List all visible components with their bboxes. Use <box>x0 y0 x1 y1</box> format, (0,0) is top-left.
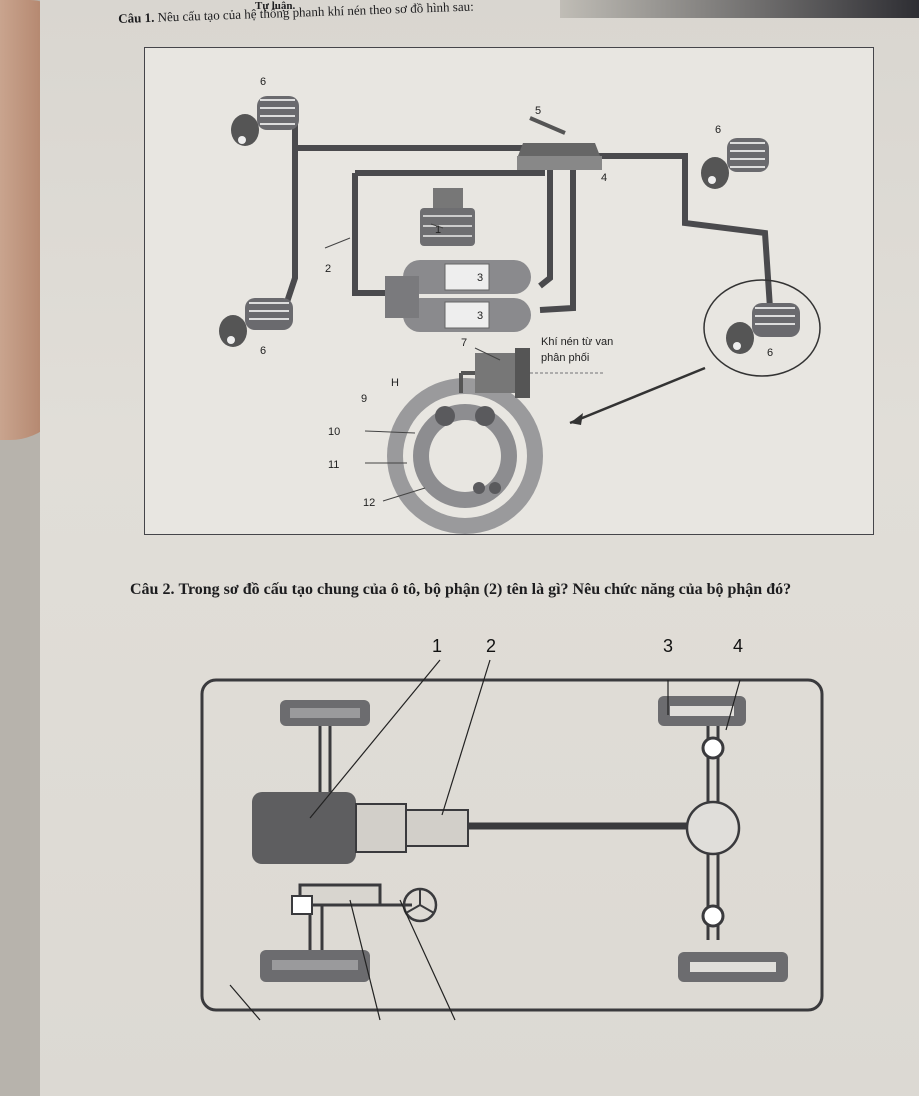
front-wheel-top <box>280 700 370 726</box>
air-brake-diagram: 6 5 6 4 1 2 3 3 6 7 6 H 9 10 11 12 Khí n… <box>144 47 874 535</box>
rear-wheel-top <box>658 696 746 726</box>
brake-chamber-front-right <box>701 138 769 189</box>
label-9: 9 <box>361 393 367 405</box>
label-6-rear-left: 6 <box>260 345 266 357</box>
label-3-lower: 3 <box>477 310 483 322</box>
section-heading: Tự luận. <box>255 0 296 12</box>
front-wheel-bottom <box>260 950 370 982</box>
brake-chamber-wheel <box>459 348 605 398</box>
brake-drum <box>387 378 543 534</box>
air-tank-lower <box>403 298 531 332</box>
label-1: 1 <box>435 224 441 236</box>
brake-chamber-rear-right-zoom <box>703 279 821 377</box>
leader-lines <box>324 223 501 502</box>
question-2: Câu 2. Trong sơ đồ cấu tạo chung của ô t… <box>130 581 791 599</box>
engine <box>252 792 356 864</box>
question-1-number: Câu 1. <box>118 9 155 26</box>
brake-pedal-valve <box>420 188 475 246</box>
label-11: 11 <box>328 459 339 471</box>
label-12: 12 <box>363 497 375 509</box>
rear-wheel-bottom <box>678 952 788 982</box>
label-h: H <box>391 377 399 389</box>
air-tank-upper <box>403 260 531 294</box>
label-2-3: 3 <box>663 636 673 656</box>
label-2-2: 2 <box>486 636 496 656</box>
label-2-4: 4 <box>733 636 743 656</box>
label-3-upper: 3 <box>477 272 483 284</box>
car-layout-diagram: 1 2 3 4 5 6 7 <box>180 600 860 1066</box>
label-7: 7 <box>461 337 467 349</box>
label-6-rear-right: 6 <box>767 347 773 359</box>
label-2: 2 <box>325 263 331 275</box>
clutch-gearbox <box>355 803 469 853</box>
label-10: 10 <box>328 426 340 438</box>
label-2-1: 1 <box>432 636 442 656</box>
callout-arrow <box>569 366 706 425</box>
compressor <box>385 276 419 318</box>
label-6-front-left: 6 <box>260 76 266 88</box>
label-4: 4 <box>601 172 607 184</box>
question-2-text: Trong sơ đồ cấu tạo chung của ô tô, bộ p… <box>178 581 792 598</box>
label-6-front-right: 6 <box>715 124 721 136</box>
page-shadow <box>560 0 919 18</box>
question-2-number: Câu 2. <box>130 581 175 598</box>
air-brake-svg: 6 5 6 4 1 2 3 3 6 7 6 H 9 10 11 12 Khí n… <box>219 76 821 534</box>
steering <box>291 887 438 923</box>
callout-line-1: Khí nén từ van <box>541 336 613 348</box>
label-5: 5 <box>535 105 541 117</box>
brake-chamber-front-left <box>231 96 299 146</box>
brake-chamber-rear-left <box>219 298 293 347</box>
rear-axle <box>685 726 741 940</box>
chassis-outline <box>200 678 824 1012</box>
brake-distributor <box>517 116 602 170</box>
diagram2-leader-lines <box>229 659 741 1021</box>
callout-line-2: phân phối <box>541 352 589 364</box>
car-layout-svg: 1 2 3 4 5 6 7 <box>200 636 824 1066</box>
